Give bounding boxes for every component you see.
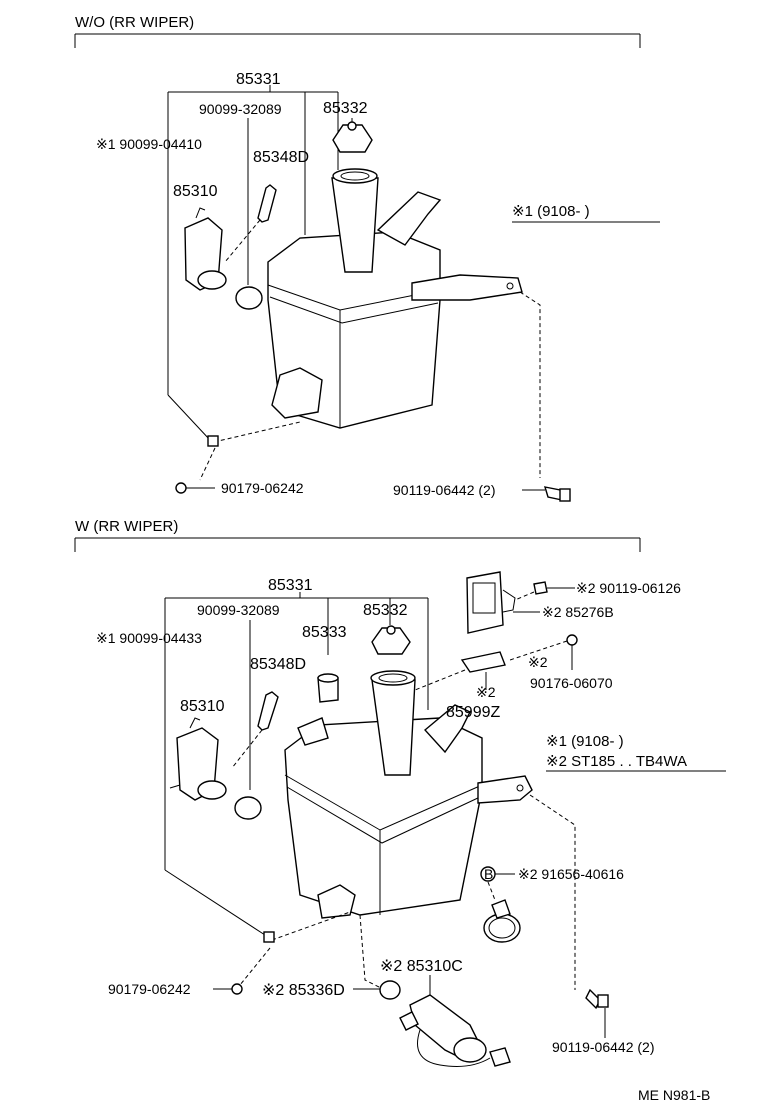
bottom-label-rrmotor: ※2 85310C (380, 958, 463, 975)
bottom-header: W (RR WIPER) (75, 518, 178, 535)
top-label-grommet-note: ※1 90099-04410 (96, 136, 202, 152)
top-note: ※1 (9108- ) (512, 203, 590, 220)
bottom-cap-part (371, 625, 411, 655)
bottom-clamp-dash (487, 881, 496, 901)
bottom-hose-dash (231, 729, 263, 769)
top-tank-part (267, 168, 523, 429)
top-clip-dash (213, 421, 301, 443)
bottom-label-tank-assy: 85331 (268, 577, 313, 594)
bottom-clip-part (263, 931, 275, 943)
top-header-bracket (74, 33, 641, 48)
bottom-label-motor: 85310 (180, 698, 225, 715)
bottom-rrmotor-part (399, 994, 511, 1067)
bottom-clamp-part (483, 899, 521, 943)
top-cap-part (332, 121, 373, 153)
bottom-relay-bolt-part (533, 581, 548, 595)
bottom-clip-dash-2 (239, 947, 271, 986)
bottom-tank-part (284, 670, 533, 919)
top-hose-dash (224, 219, 261, 263)
top-hose-part (257, 184, 277, 223)
bottom-nut-dash (509, 640, 568, 661)
bottom-note1: ※1 (9108- ) (546, 733, 624, 750)
top-label-hose: 85348D (253, 149, 309, 166)
bottom-label-cap-nut: 90099-32089 (197, 602, 280, 618)
top-label-cap: 85332 (323, 100, 368, 117)
bottom-strainer-part (317, 673, 339, 703)
bottom-tank-assy-leader (164, 592, 429, 870)
bottom-clamp-symbol: B (484, 866, 493, 882)
top-motor-part (184, 207, 227, 291)
footer-code: ME N981-B (638, 1087, 710, 1103)
bottom-label-grommet2: ※2 85336D (262, 982, 345, 999)
bottom-label-hose: 85348D (250, 656, 306, 673)
top-label-tank-assy: 85331 (236, 71, 281, 88)
bottom-label-bolt: 90119-06442 (2) (552, 1039, 654, 1055)
bottom-label-relay-bolt: ※2 90119-06126 (576, 580, 681, 596)
top-tank-assy-leader (167, 85, 339, 395)
bottom-label-bracket: 85999Z (446, 704, 500, 721)
bottom-label-grommet-note: ※1 90099-04433 (96, 630, 202, 646)
bottom-note2: ※2 ST185 . . TB4WA (546, 753, 687, 770)
top-clip-part (207, 435, 219, 447)
top-label-bolt: 90119-06442 (2) (393, 482, 495, 498)
top-clip-bolt-part (175, 482, 187, 494)
bottom-hose-part (257, 691, 279, 731)
bottom-bolt-part (585, 988, 609, 1010)
bottom-label-clip-bolt: 90179-06242 (108, 981, 191, 997)
top-label-cap-nut: 90099-32089 (199, 101, 282, 117)
top-header: W/O (RR WIPER) (75, 14, 194, 31)
top-grommet-leader (167, 394, 211, 441)
bottom-clip-dash (271, 911, 351, 941)
top-grommet-part (235, 286, 263, 310)
bottom-bracket-dash (414, 669, 466, 691)
bottom-label-relay: ※2 85276B (542, 604, 614, 620)
top-label-clip-bolt: 90179-06242 (221, 480, 304, 496)
bottom-motor-part (169, 717, 227, 801)
bottom-grommet-leader (164, 869, 266, 936)
top-section: W/O (RR WIPER) (74, 14, 660, 502)
bottom-bolt-dash (529, 794, 576, 990)
bottom-label-bracket-mark: ※2 (476, 684, 496, 700)
bottom-header-bracket (74, 537, 641, 552)
bottom-nut-part (566, 634, 578, 646)
top-label-motor: 85310 (173, 183, 218, 200)
top-bolt-part (543, 486, 571, 502)
bottom-relay-bolt-dash (514, 591, 535, 601)
bottom-grommet2-part (379, 980, 401, 1000)
bottom-relay-part (466, 571, 516, 634)
bottom-label-clamp: ※2 91656-40616 (518, 866, 624, 882)
bottom-clip-bolt-part (231, 983, 243, 995)
bottom-section: W (RR WIPER) (74, 518, 726, 1067)
top-bolt-dash (519, 291, 541, 478)
bottom-grommet-part (234, 796, 262, 820)
bottom-label-strainer: 85333 (302, 624, 347, 641)
bottom-bracket-part (460, 651, 506, 673)
bottom-rrmotor-dash (359, 914, 386, 991)
bottom-label-nut-mark: ※2 (528, 654, 548, 670)
top-clip-dash-2 (199, 447, 216, 481)
bottom-label-nut: 90176-06070 (530, 675, 613, 691)
bottom-label-cap: 85332 (363, 602, 408, 619)
